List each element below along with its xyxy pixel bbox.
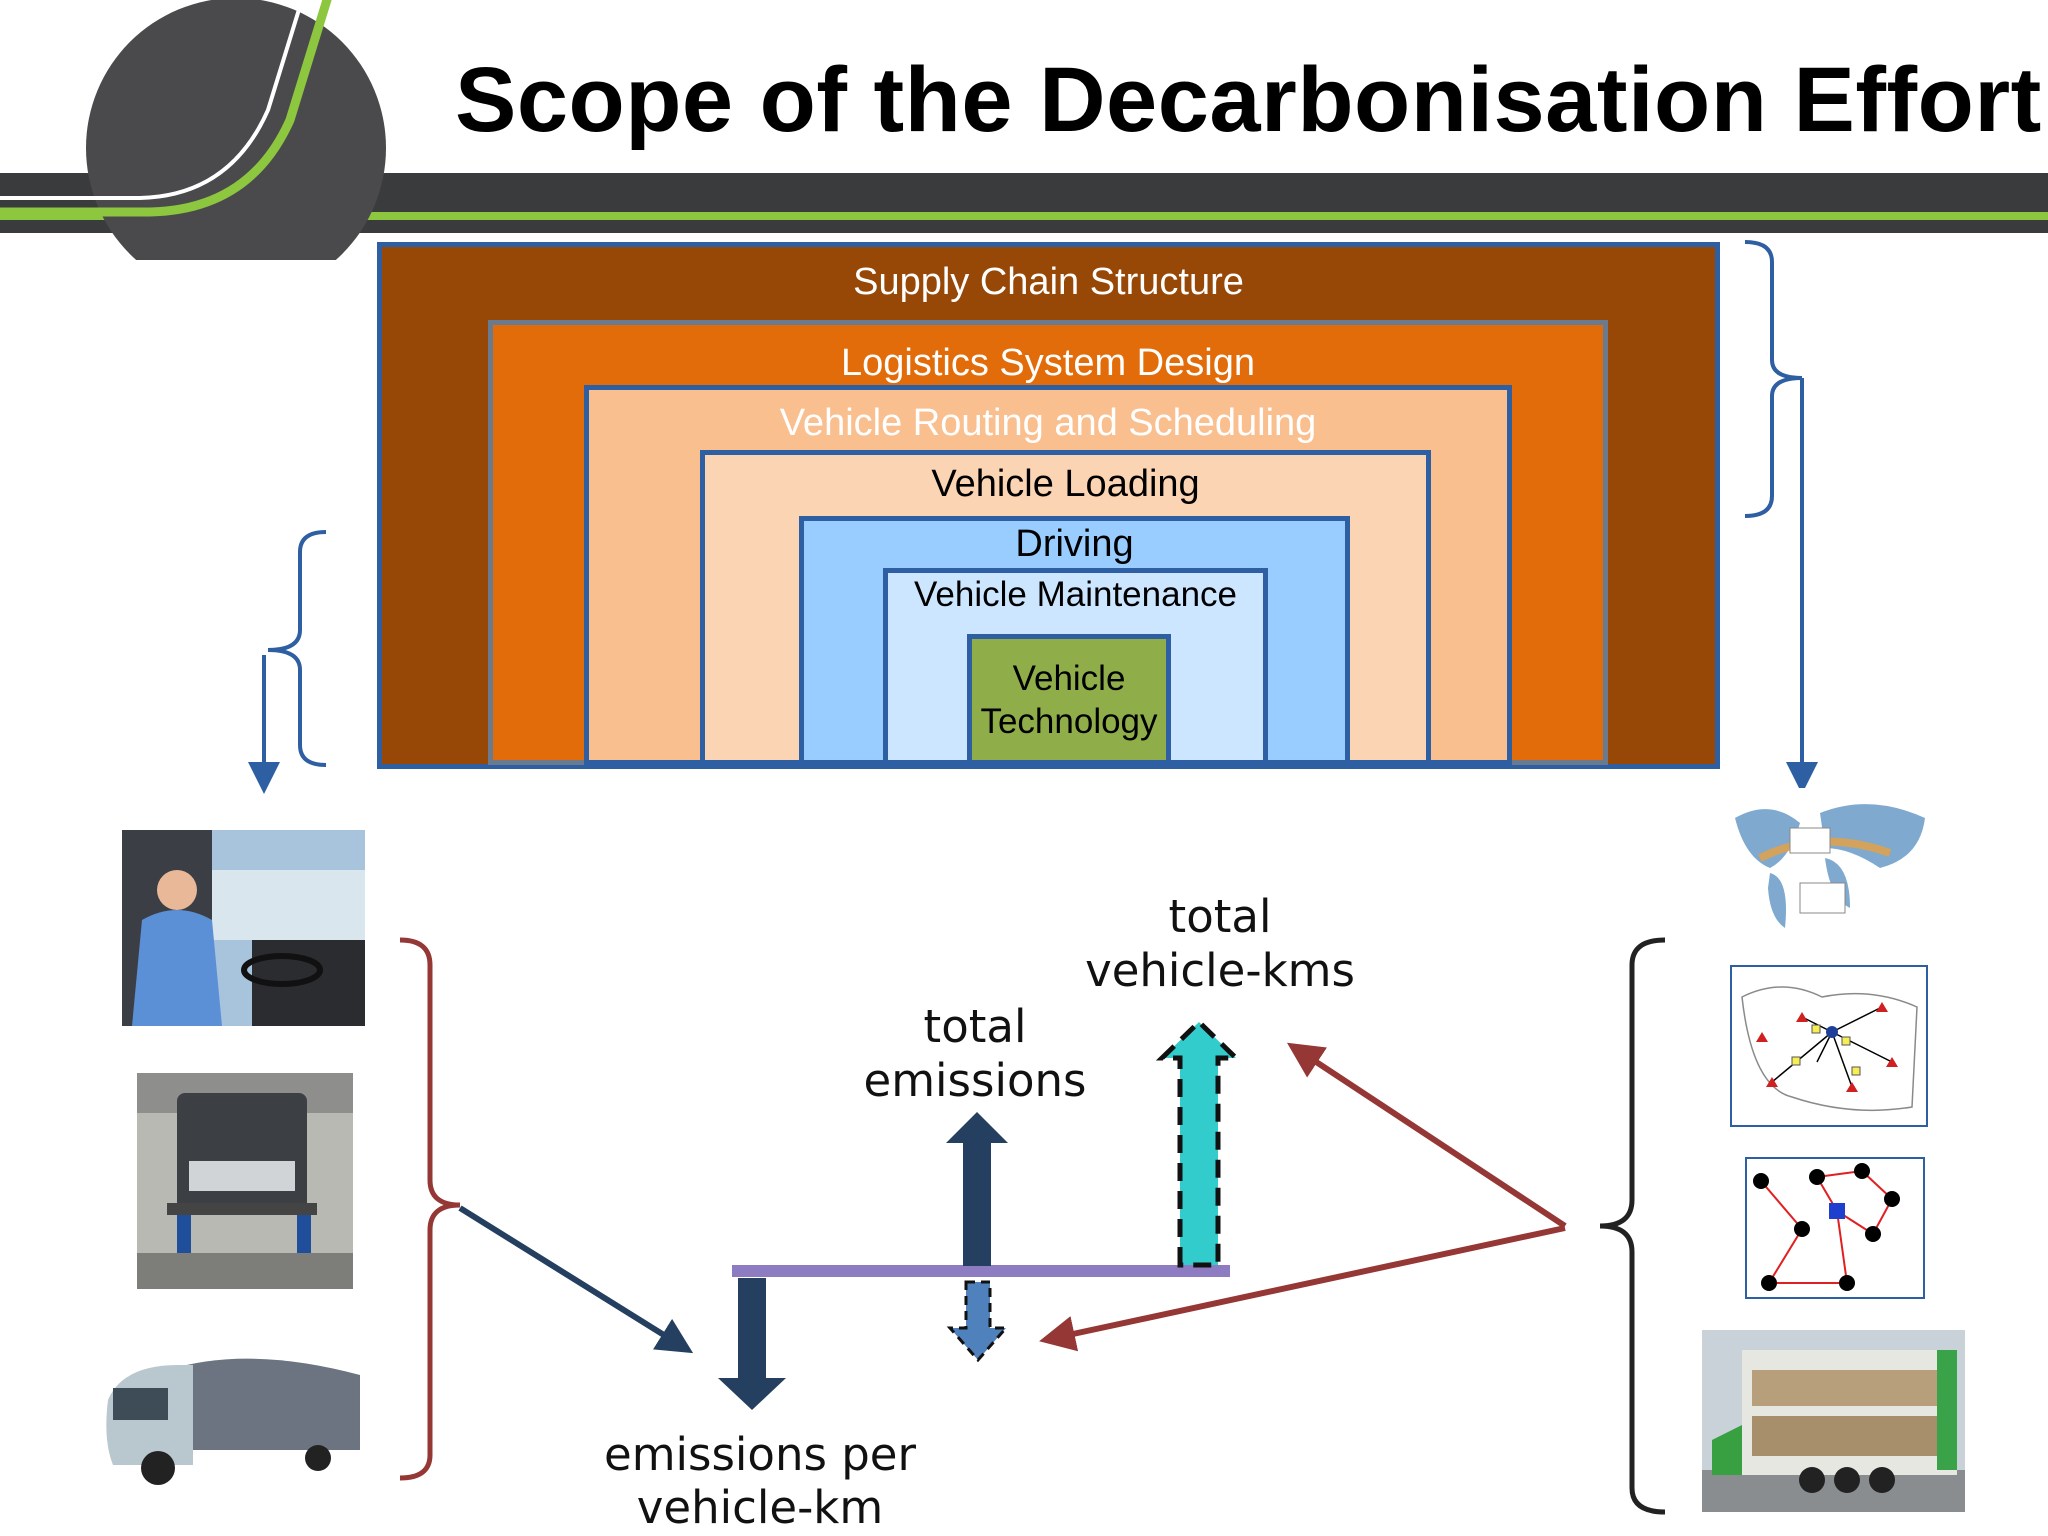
left-photo-bracket — [399, 937, 461, 1481]
layer-label-driving: Driving — [1015, 523, 1134, 565]
routing-diagram — [1745, 1157, 1925, 1299]
layer-vehicle-technology: Vehicle Technology — [967, 634, 1171, 765]
emissions-per-km-label: emissions per vehicle-km — [600, 1428, 920, 1534]
lever-bar — [732, 1265, 1230, 1277]
total-vehicle-kms-up-arrow — [1155, 1018, 1243, 1268]
arrow-to-total-vehicle-kms — [1286, 1042, 1567, 1229]
layer-label-vehicle-technology-1: Vehicle — [1012, 659, 1126, 698]
layer-label-vehicle-technology-2: Technology — [980, 702, 1158, 741]
page-title: Scope of the Decarbonisation Effort — [455, 49, 2042, 151]
layer-label-vehicle-maintenance: Vehicle Maintenance — [914, 575, 1237, 614]
right-photo-bracket — [1599, 937, 1666, 1515]
total-vehicle-kms-line1: total — [1168, 890, 1272, 943]
europe-network-map — [1730, 965, 1928, 1127]
driver-in-cab-photo — [122, 830, 365, 1026]
total-emissions-up-arrow — [946, 1112, 1008, 1266]
total-vehicle-kms-label: total vehicle-kms — [1080, 890, 1360, 998]
total-vehicle-kms-line2: vehicle-kms — [1085, 944, 1355, 997]
logo-green-road — [0, 0, 332, 217]
header-graphic — [0, 0, 2048, 260]
total-emissions-line1: total — [923, 1000, 1027, 1053]
layer-label-supply-chain-structure: Supply Chain Structure — [853, 261, 1244, 303]
emissions-per-km-line2: vehicle-km — [636, 1481, 884, 1534]
total-emissions-label: total emissions — [860, 1000, 1090, 1108]
right-layer-bracket — [1744, 240, 1803, 518]
total-emissions-dashed-down-arrow — [946, 1280, 1010, 1363]
emissions-per-km-line1: emissions per — [604, 1428, 916, 1481]
aerodynamic-truck-photo — [98, 1340, 366, 1490]
arrow-to-total-emissions — [1039, 1225, 1566, 1352]
loaded-trailer-photo — [1702, 1330, 1965, 1512]
layer-label-logistics-system-design: Logistics System Design — [841, 342, 1255, 384]
truck-on-lift-photo — [137, 1073, 353, 1289]
left-layer-bracket — [267, 530, 327, 767]
logo-white-road — [0, 0, 305, 200]
arrow-to-emissions-per-km — [458, 1205, 694, 1354]
layer-label-vehicle-routing-scheduling: Vehicle Routing and Scheduling — [779, 402, 1317, 444]
emissions-per-km-down-arrow — [718, 1278, 786, 1410]
total-emissions-line2: emissions — [863, 1054, 1087, 1107]
layer-label-vehicle-loading: Vehicle Loading — [931, 463, 1200, 505]
world-map-photo — [1730, 788, 1930, 936]
header-green-stripe — [0, 212, 2048, 220]
